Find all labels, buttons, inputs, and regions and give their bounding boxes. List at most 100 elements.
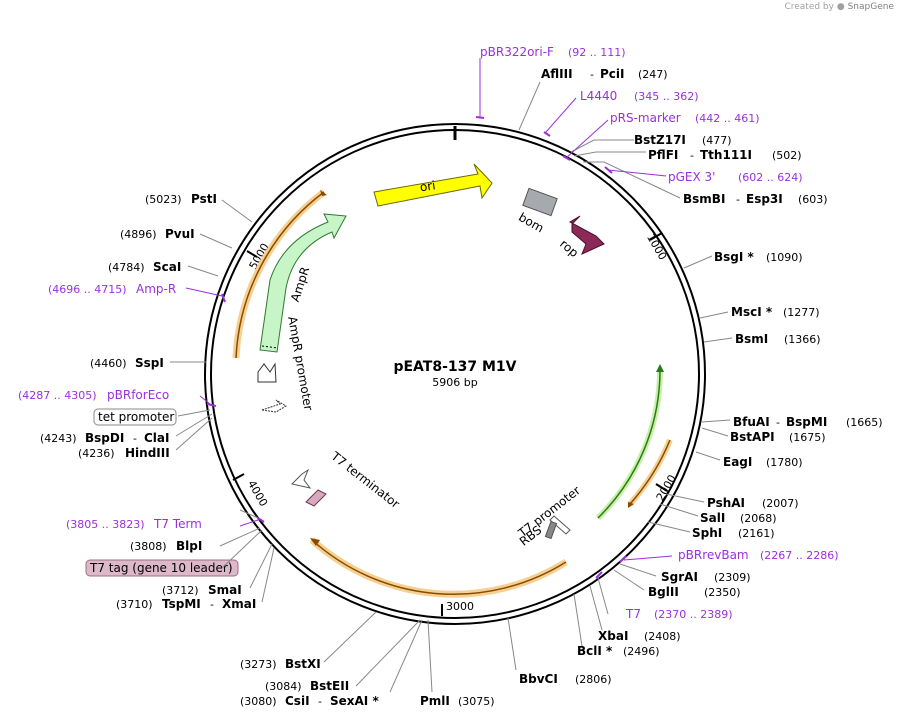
plasmid-name: pEAT8-137 M1V <box>393 359 516 375</box>
tet-promoter-label: tet promoter <box>98 410 174 424</box>
leader-tetpromoter <box>177 409 211 417</box>
leader-pvui <box>199 233 233 249</box>
enzyme-bspdi-dash: - <box>133 432 137 445</box>
enzyme-pos5023: (5023) <box>145 193 182 206</box>
enzyme-msci: MscI * <box>731 305 773 319</box>
enzyme-pos2350: (2350) <box>704 586 741 599</box>
enzyme-bsmi: BsmI <box>735 332 768 346</box>
rop-feature[interactable] <box>568 215 605 255</box>
primer-t7-name: T7 <box>625 607 641 621</box>
enzyme-bcli: BclI * <box>577 644 613 658</box>
rbs-feature[interactable] <box>544 520 558 540</box>
leader-bstz17i <box>570 139 634 153</box>
leader-bstxi <box>323 611 377 663</box>
leader-t7tag <box>221 529 263 569</box>
t7-terminator-label: T7 terminator <box>328 449 403 512</box>
ampr-dotted-line <box>261 345 279 349</box>
leader-csii <box>389 619 423 693</box>
enzyme-bsmbi: BsmBI <box>683 192 725 206</box>
enzyme-pos502: (502) <box>772 149 802 162</box>
primer-prs-name: pRS-marker <box>610 111 681 125</box>
enzyme-pos4896: (4896) <box>120 228 157 241</box>
bom-feature[interactable] <box>522 187 558 217</box>
backbone-outer-ring <box>204 123 706 625</box>
primer-pbrrev-range: (2267 .. 2286) <box>760 549 839 562</box>
enzyme-pos3075: (3075) <box>458 695 495 708</box>
enzyme-bsmbi-dash: - <box>736 193 740 206</box>
primer-mark-pbr322 <box>475 116 485 119</box>
leader-scai <box>187 265 219 277</box>
primer-pbrfor-name: pBRforEco <box>107 388 169 402</box>
leader-bsmbi <box>583 161 681 199</box>
enzyme-blpi: BlpI <box>176 539 202 553</box>
ori-feature[interactable] <box>373 163 493 207</box>
enzyme-pos1780: (1780) <box>766 456 803 469</box>
leader-xbai <box>589 585 603 631</box>
enzyme-clai: ClaI <box>144 431 169 445</box>
t7-tag-feature[interactable] <box>305 489 327 507</box>
enzyme-afliii: AflIII <box>541 67 573 81</box>
orange-feature-arc-right-core <box>629 439 671 505</box>
leader-afliii <box>518 81 541 131</box>
primer-mark-l4440 <box>543 131 551 137</box>
t7-promoter-feature[interactable] <box>549 515 571 535</box>
orf-arrow-head <box>656 364 664 372</box>
enzyme-pmli: PmlI <box>420 694 450 708</box>
orange-arrow-bottom-head <box>310 538 320 546</box>
enzyme-bstz17i: BstZ17I <box>634 133 686 147</box>
leader-ampr-primer <box>185 287 223 297</box>
primer-t7-range: (2370 .. 2389) <box>654 608 733 621</box>
enzyme-smai: SmaI <box>208 583 242 597</box>
orange-arrow-right-head <box>628 502 634 508</box>
tick-mark-1000 <box>649 232 663 241</box>
enzyme-pos2806: (2806) <box>575 673 612 686</box>
primer-ampr-name: Amp-R <box>136 282 176 296</box>
enzyme-tspmi-dash: - <box>210 598 214 611</box>
leader-pbrrev <box>623 555 673 561</box>
ampr-feature[interactable] <box>259 213 347 353</box>
enzyme-pos2161: (2161) <box>738 527 775 540</box>
enzyme-scai: ScaI <box>153 260 181 274</box>
enzyme-pshai: PshAI <box>707 496 745 510</box>
leader-t7term <box>239 509 259 519</box>
t7-terminator-feature[interactable] <box>291 468 312 489</box>
primer-pbr322-name: pBR322ori-F <box>480 45 554 59</box>
leader-msci <box>699 311 729 319</box>
leader-tspmi <box>261 547 275 603</box>
leader-l4440 <box>545 97 577 133</box>
orange-feature-arc-left-core <box>235 191 325 359</box>
enzyme-pos2068: (2068) <box>740 512 777 525</box>
leader-pgex <box>607 169 667 177</box>
enzyme-bstapi: BstAPI <box>730 430 775 444</box>
enzyme-xbai: XbaI <box>598 629 628 643</box>
enzyme-pos2309: (2309) <box>714 571 751 584</box>
leader-bspdi <box>175 413 213 437</box>
leader-sali <box>659 503 699 517</box>
tet-promoter-feature[interactable] <box>261 399 287 413</box>
enzyme-pos477: (477) <box>702 134 732 147</box>
orf-arc-right <box>595 369 663 521</box>
primer-t7term-name: T7 Term <box>153 517 202 531</box>
enzyme-eagi: EagI <box>723 455 752 469</box>
credit-prefix: Created by <box>784 2 834 12</box>
primer-mark-t7term <box>257 517 265 523</box>
enzyme-bsgi: BsgI * <box>714 250 755 264</box>
enzyme-pos603: (603) <box>798 193 828 206</box>
leader-sgrai <box>619 563 657 577</box>
primer-pbr322-range: (92 .. 111) <box>568 46 626 59</box>
enzyme-pos2408: (2408) <box>644 630 681 643</box>
ampr-promoter-feature[interactable] <box>257 362 277 383</box>
enzyme-pos4236: (4236) <box>78 447 115 460</box>
enzyme-bspmi: BspMI <box>786 415 827 429</box>
t7-tag-label: T7 tag (gene 10 leader) <box>89 561 233 575</box>
leader-bstapi <box>701 427 729 437</box>
t7-tag-label-box <box>85 559 239 577</box>
enzyme-pos3080: (3080) <box>240 695 277 708</box>
enzyme-pos2496: (2496) <box>623 645 660 658</box>
enzyme-pos1366: (1366) <box>784 333 821 346</box>
enzyme-sgrai: SgrAI <box>661 570 698 584</box>
tick-label-3000: 3000 <box>446 600 474 613</box>
enzyme-pos1090: (1090) <box>766 251 803 264</box>
leader-pbrfor-primer <box>199 395 211 405</box>
primer-prs-range: (442 .. 461) <box>695 112 760 125</box>
